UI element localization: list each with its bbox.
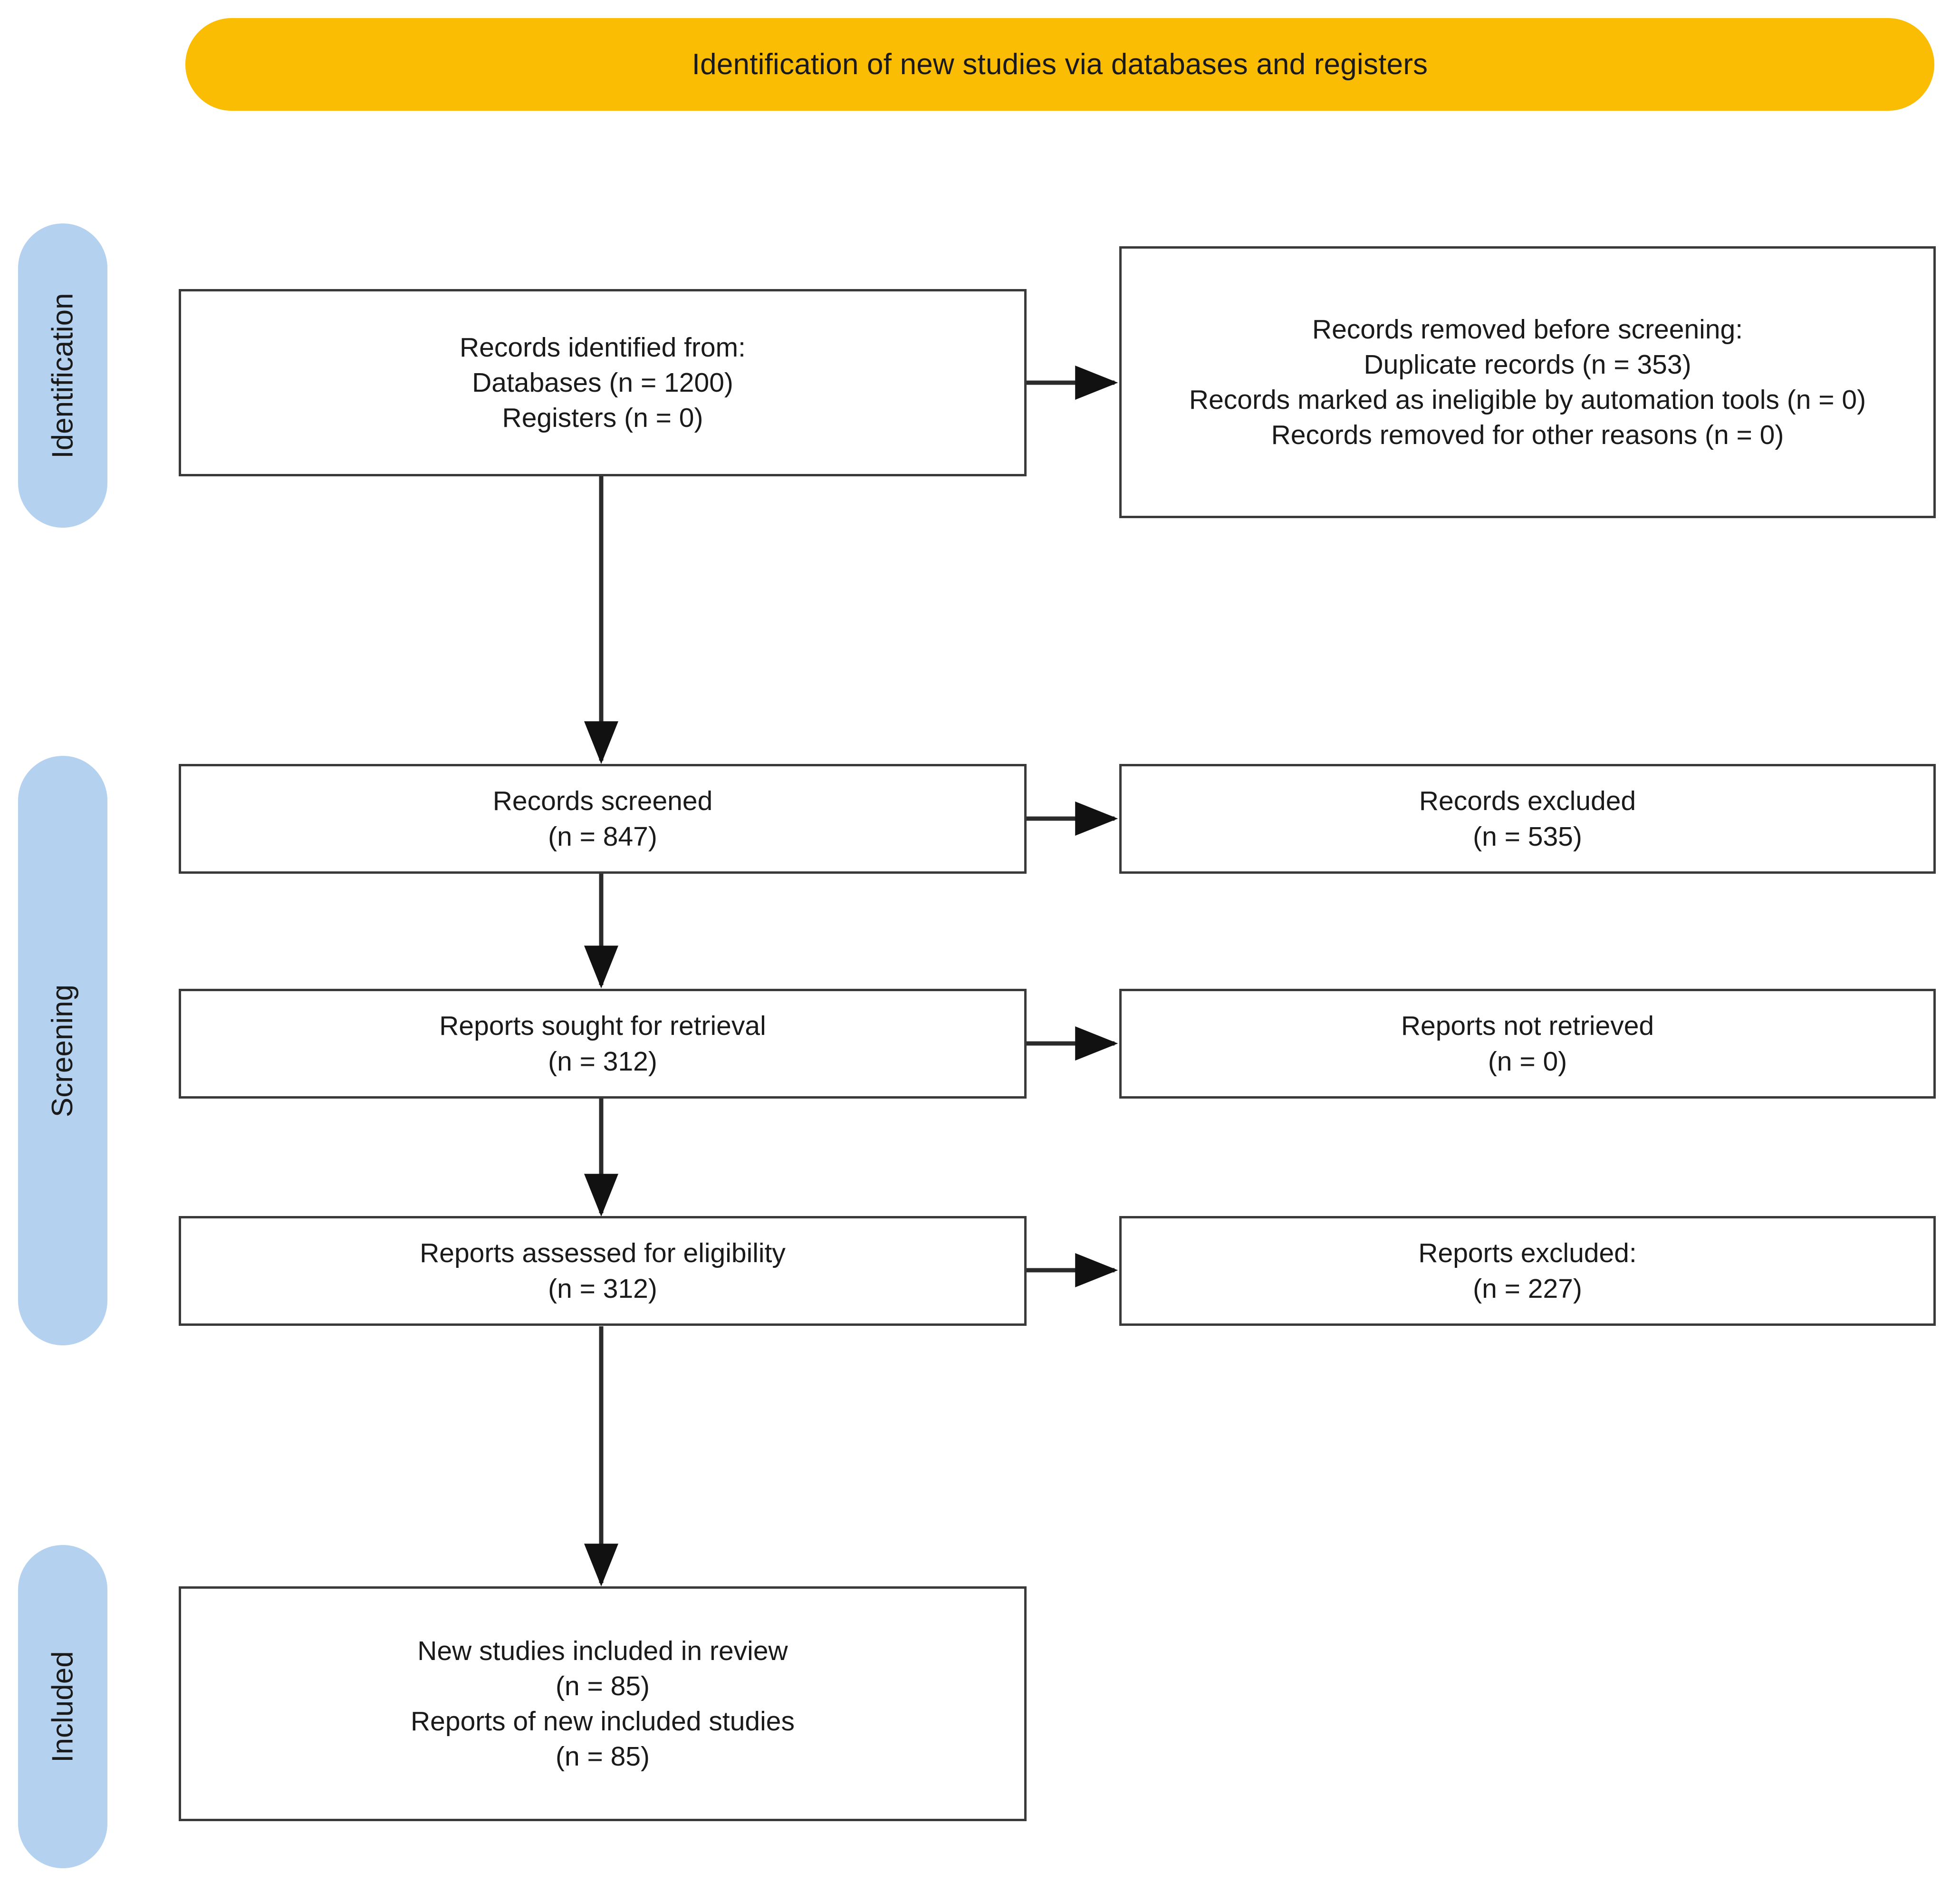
box-records-screened[interactable]: Records screened (n = 847): [179, 764, 1027, 874]
box-line: (n = 535): [1473, 821, 1582, 852]
box-line: Records excluded: [1419, 786, 1636, 817]
box-reports-excluded[interactable]: Reports excluded: (n = 227): [1119, 1216, 1936, 1326]
stage-label-identification: Identification: [46, 292, 79, 459]
box-line: Records removed before screening:: [1312, 314, 1743, 345]
diagram-title: Identification of new studies via databa…: [692, 48, 1428, 81]
diagram-header-banner: Identification of new studies via databa…: [185, 18, 1934, 111]
box-line: (n = 312): [548, 1046, 657, 1077]
stage-pill-screening: Screening: [18, 756, 107, 1345]
stage-pill-identification: Identification: [18, 223, 107, 528]
stage-pill-included: Included: [18, 1545, 107, 1868]
box-line: Reports excluded:: [1418, 1238, 1637, 1269]
box-line: Duplicate records (n = 353): [1364, 349, 1691, 380]
box-line: (n = 0): [1488, 1046, 1567, 1077]
stage-label-screening: Screening: [46, 984, 79, 1117]
box-line: Reports not retrieved: [1401, 1011, 1654, 1042]
box-records-removed-before-screening[interactable]: Records removed before screening: Duplic…: [1119, 246, 1936, 518]
box-reports-not-retrieved[interactable]: Reports not retrieved (n = 0): [1119, 989, 1936, 1099]
box-line: New studies included in review: [417, 1635, 788, 1666]
box-line: Records marked as ineligible by automati…: [1189, 385, 1866, 415]
box-line: Databases (n = 1200): [472, 367, 733, 398]
box-line: Reports assessed for eligibility: [420, 1238, 786, 1269]
box-line: (n = 312): [548, 1273, 657, 1304]
box-line: Records screened: [492, 786, 713, 817]
box-line: Reports of new included studies: [411, 1706, 795, 1737]
box-line: Registers (n = 0): [502, 403, 703, 434]
box-new-studies-included[interactable]: New studies included in review (n = 85) …: [179, 1586, 1027, 1821]
box-line: Records removed for other reasons (n = 0…: [1271, 420, 1784, 451]
box-reports-sought-for-retrieval[interactable]: Reports sought for retrieval (n = 312): [179, 989, 1027, 1099]
box-line: (n = 85): [555, 1670, 650, 1701]
box-line: (n = 227): [1473, 1273, 1582, 1304]
box-line: Records identified from:: [460, 332, 746, 363]
box-line: (n = 85): [555, 1741, 650, 1772]
box-line: Reports sought for retrieval: [439, 1011, 766, 1042]
box-records-excluded[interactable]: Records excluded (n = 535): [1119, 764, 1936, 874]
box-reports-assessed-for-eligibility[interactable]: Reports assessed for eligibility (n = 31…: [179, 1216, 1027, 1326]
box-line: (n = 847): [548, 821, 657, 852]
box-records-identified[interactable]: Records identified from: Databases (n = …: [179, 289, 1027, 476]
stage-label-included: Included: [46, 1651, 79, 1763]
